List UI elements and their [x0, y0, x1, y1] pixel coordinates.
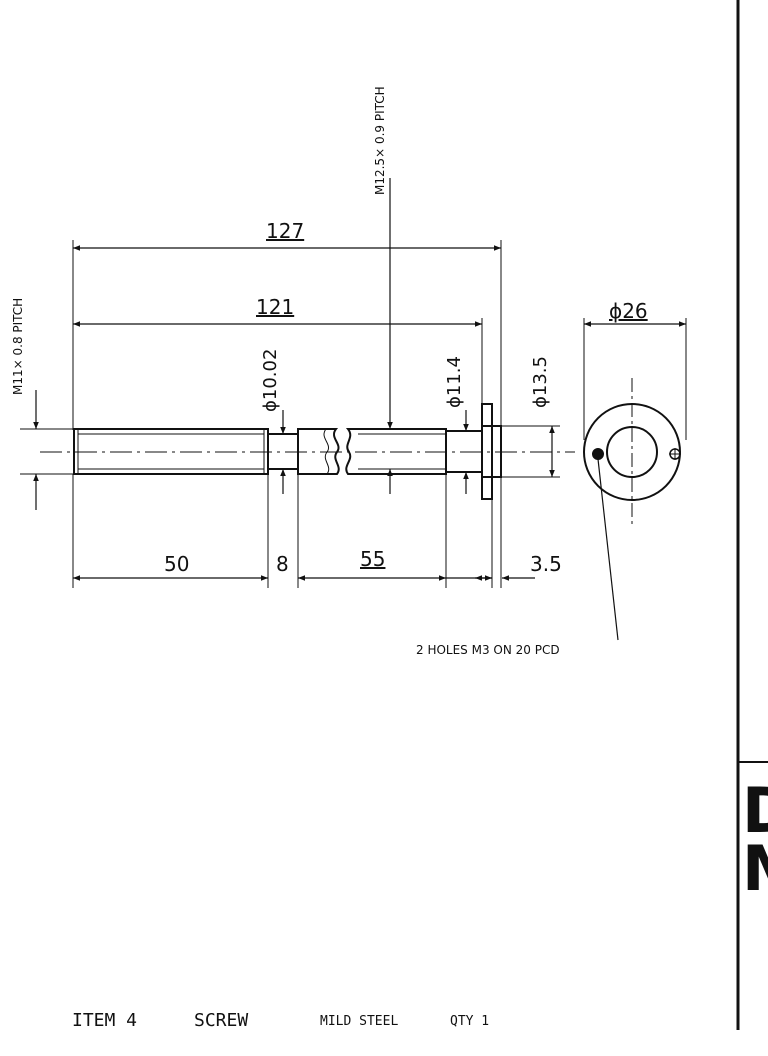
- holes-note: 2 HOLES M3 ON 20 PCD: [416, 643, 560, 657]
- part-name: SCREW: [194, 1010, 249, 1031]
- dimension-lines: [33, 178, 686, 641]
- end-view: [583, 378, 681, 525]
- shank-right-piece: [345, 428, 447, 475]
- thread-right-label: M12.5× 0.9 PITCH: [373, 86, 387, 195]
- item-number: ITEM 4: [72, 1010, 138, 1031]
- material: MILD STEEL: [320, 1014, 399, 1029]
- dim-thread-to-collar: 121: [256, 295, 294, 319]
- flange: [481, 403, 493, 500]
- extension-lines: [20, 240, 687, 588]
- dim-shank-length: 55: [360, 547, 385, 571]
- dimension-texts: 127 121 50 8 55 3.5 ϕ26 ϕ10.02 ϕ11.4 ϕ13…: [11, 86, 648, 657]
- dim-flange-dia: ϕ26: [609, 299, 648, 323]
- dim-collar-thickness: 3.5: [530, 552, 562, 576]
- shank-left-piece: [297, 428, 340, 475]
- quantity: QTY 1: [450, 1014, 490, 1029]
- dim-neck-length: 8: [276, 552, 289, 576]
- bore-outline: [606, 426, 658, 478]
- title-block-letter-m: M: [742, 832, 768, 905]
- title-block-letter-d: D: [742, 774, 768, 847]
- drawing-border: [736, 0, 768, 1030]
- thread-left-label: M11× 0.8 PITCH: [11, 298, 25, 395]
- dim-shank-dia: ϕ11.4: [444, 356, 465, 408]
- dim-thread-length: 50: [164, 552, 189, 576]
- hole-left: [592, 448, 604, 460]
- dim-collar-dia: ϕ13.5: [530, 356, 551, 408]
- thread-m11: [73, 428, 269, 475]
- dim-overall: 127: [266, 219, 304, 243]
- dim-neck-dia: ϕ10.02: [260, 349, 281, 412]
